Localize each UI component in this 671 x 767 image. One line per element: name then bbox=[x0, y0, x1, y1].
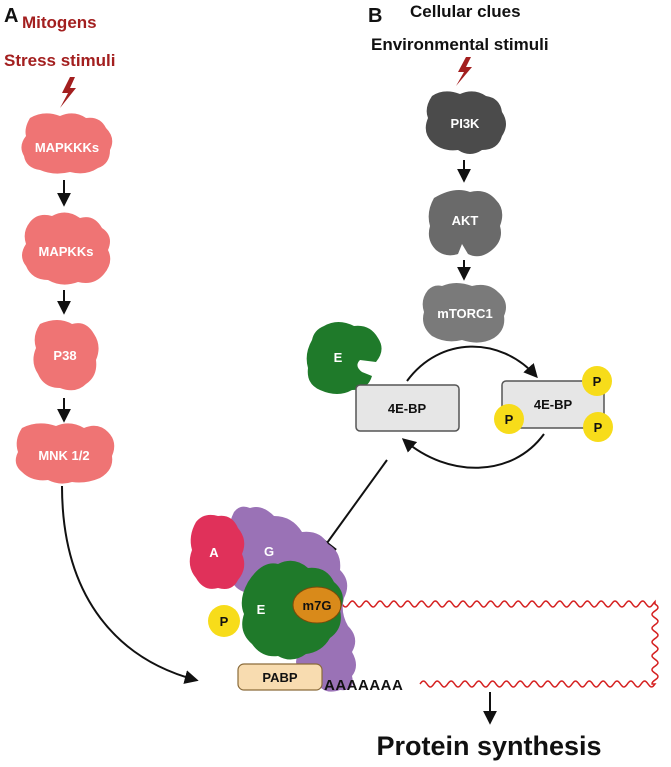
lightning-bolt-icon bbox=[456, 57, 472, 86]
lightning-bolt-icon bbox=[60, 77, 76, 108]
eif4e-complex-label: E bbox=[257, 602, 266, 617]
panel-a-stimulus-mitogens: Mitogens bbox=[22, 13, 97, 32]
phospho-site-3 bbox=[583, 412, 613, 442]
mapkks-label: MAPKKs bbox=[39, 244, 94, 259]
mtorc1-label: mTORC1 bbox=[437, 306, 492, 321]
akt-node bbox=[428, 190, 503, 257]
mnk-node bbox=[15, 423, 115, 484]
akt-label: AKT bbox=[452, 213, 479, 228]
mnk-label: MNK 1/2 bbox=[38, 448, 89, 463]
panel-a-stimulus-stress: Stress stimuli bbox=[4, 51, 116, 70]
eif4e-phospho-site bbox=[208, 605, 240, 637]
mapkks-node bbox=[22, 212, 111, 285]
pi3k-label: PI3K bbox=[451, 116, 481, 131]
m7g-cap bbox=[292, 586, 342, 624]
pabp-box bbox=[237, 663, 323, 691]
4ebp-phos-box bbox=[501, 380, 605, 429]
eif4g-label: G bbox=[264, 544, 274, 559]
p38-label: P38 bbox=[53, 348, 76, 363]
4ebp-unphos-box bbox=[355, 384, 460, 432]
4ebp-unphos-label: 4E-BP bbox=[388, 401, 427, 416]
pi3k-node bbox=[425, 91, 506, 154]
polya-tail: AAAAAAA bbox=[324, 677, 403, 694]
panel-a-letter: A bbox=[4, 5, 18, 27]
pabp-label: PABP bbox=[262, 670, 297, 685]
inhibition-line bbox=[326, 459, 388, 544]
panel-b-stimulus-cellular: Cellular clues bbox=[410, 2, 521, 21]
p38-node bbox=[33, 320, 99, 391]
panel-b-stimulus-environmental: Environmental stimuli bbox=[371, 35, 549, 54]
phospho-label-1: P bbox=[593, 374, 602, 389]
phospho-site-1 bbox=[582, 366, 612, 396]
phospho-label-2: P bbox=[505, 412, 514, 427]
arrow-mnk-to-eif4e bbox=[61, 485, 199, 684]
mtorc1-node bbox=[422, 283, 506, 343]
mrna-strand bbox=[341, 599, 659, 688]
m7g-label: m7G bbox=[303, 598, 332, 613]
phospho-site-2 bbox=[494, 404, 524, 434]
mapkkks-label: MAPKKKs bbox=[35, 140, 99, 155]
phospho-label-3: P bbox=[594, 420, 603, 435]
protein-synthesis-title: Protein synthesis bbox=[376, 731, 601, 761]
4ebp-phos-label: 4E-BP bbox=[534, 397, 573, 412]
panel-b-letter: B bbox=[368, 5, 382, 27]
arrow-phosphorylation bbox=[406, 345, 538, 382]
mapkkks-node bbox=[21, 113, 113, 174]
eif4a-node bbox=[189, 514, 245, 589]
eif4e-free-label: E bbox=[334, 350, 343, 365]
eif4e-complex-node bbox=[241, 560, 343, 660]
eif4e-free-node bbox=[306, 322, 382, 394]
eif4e-phospho-label: P bbox=[220, 614, 229, 629]
eif4a-label: A bbox=[209, 545, 219, 560]
arrow-dephosphorylation bbox=[401, 433, 545, 469]
